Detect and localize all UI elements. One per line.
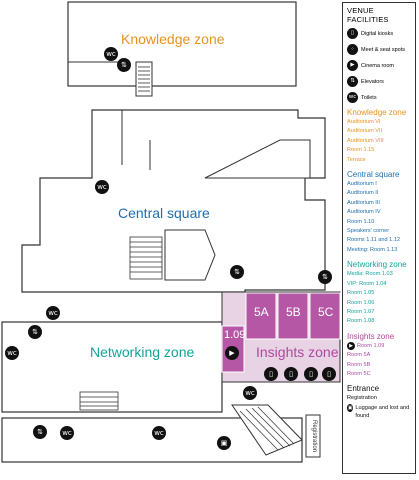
- legend-section-entrance: Entrance Registration ▣ Luggage and lost…: [347, 384, 411, 419]
- legend-item-cinema: ▶ Cinema room: [347, 60, 411, 71]
- legend-entry: Room 1.06: [347, 299, 375, 306]
- toilets-icon[interactable]: wc: [5, 346, 19, 360]
- networking-stairs: [79, 391, 119, 411]
- digital-kiosk-icon[interactable]: ▯: [264, 367, 278, 381]
- legend-entry: Room 1.05: [347, 290, 375, 297]
- luggage-icon: ▣: [347, 403, 354, 412]
- legend-entry: Room 1.07: [347, 308, 375, 315]
- elevator-icon[interactable]: ⇅: [230, 265, 244, 279]
- legend-entry: Room 1.08: [347, 318, 375, 325]
- meet-seat-icon: ⁘: [347, 44, 358, 55]
- legend-section-title: Central square: [347, 170, 400, 180]
- legend-section-title: Networking zone: [347, 260, 407, 270]
- toilets-icon[interactable]: wc: [152, 426, 166, 440]
- central-square-label: Central square: [118, 205, 210, 221]
- legend-entry: ▶ Room 1.09: [347, 342, 411, 351]
- legend-entry: Terrace: [347, 156, 366, 163]
- insights-zone-label: Insights zone: [256, 344, 339, 360]
- legend-entry: Registration: [347, 395, 377, 402]
- legend-entry: Speakers' corner: [347, 228, 390, 235]
- legend-item-label: Meet & seat spots: [361, 46, 406, 53]
- toilets-icon[interactable]: wc: [95, 180, 109, 194]
- legend-entry: Room 5B: [347, 361, 371, 368]
- elevator-icon[interactable]: ⇅: [318, 270, 332, 284]
- digital-kiosk-icon[interactable]: ▯: [284, 367, 298, 381]
- legend-section-insights: Insights zone ▶ Room 1.09 Room 5A Room 5…: [347, 332, 411, 380]
- legend-entry: Room 5C: [347, 370, 371, 377]
- legend-entry: Auditorium VII: [347, 128, 383, 135]
- cinema-icon[interactable]: ▶: [225, 346, 239, 360]
- knowledge-zone-area: [67, 1, 297, 87]
- room-109-label: 1.09: [224, 329, 246, 341]
- legend-entry: VIP: Room 1.04: [347, 280, 387, 287]
- registration-booth[interactable]: [305, 414, 321, 458]
- legend-item-label: Elevators: [361, 78, 384, 85]
- legend-title: VENUE FACILITIES: [347, 6, 389, 24]
- legend-panel: VENUE FACILITIES ▯ Digital kiosks ⁘ Meet…: [342, 2, 416, 474]
- legend-entry: Auditorium IV: [347, 209, 381, 216]
- legend-entry: Auditorium VI: [347, 119, 381, 125]
- legend-section-title: Knowledge zone: [347, 108, 407, 117]
- legend-section-title: Entrance: [347, 384, 380, 394]
- knowledge-zone-label: Knowledge zone: [121, 31, 225, 47]
- toilets-icon[interactable]: wc: [46, 306, 60, 320]
- room-5b-label: 5B: [286, 305, 301, 319]
- legend-item-label: Toilets: [361, 94, 377, 101]
- legend-entry: Room 5A: [347, 352, 371, 359]
- legend-item-kiosks: ▯ Digital kiosks: [347, 28, 411, 39]
- central-stairs: [129, 236, 163, 280]
- legend-section-networking: Networking zone Media: Room 1.03 VIP: Ro…: [347, 260, 411, 326]
- digital-kiosk-icon[interactable]: ▯: [304, 367, 318, 381]
- toilets-icon[interactable]: wc: [104, 47, 118, 61]
- legend-section-knowledge: Knowledge zone Auditorium VI Auditorium …: [347, 108, 411, 165]
- room-5c-label: 5C: [318, 305, 334, 319]
- elevator-icon: ⇅: [347, 76, 358, 87]
- cinema-icon: ▶: [347, 60, 358, 71]
- legend-entry: Rooms 1.11 and 1.12: [347, 237, 401, 244]
- elevator-icon[interactable]: ⇅: [33, 425, 47, 439]
- room-5a-label: 5A: [254, 305, 269, 319]
- legend-item-meet: ⁘ Meet & seat spots: [347, 44, 411, 55]
- luggage-icon[interactable]: ▣: [217, 436, 231, 450]
- toilets-icon: wc: [347, 92, 358, 103]
- legend-entry: Media: Room 1.03: [347, 271, 393, 278]
- legend-entry: Room 1.10: [347, 218, 375, 225]
- toilets-icon[interactable]: wc: [60, 426, 74, 440]
- legend-item-elevators: ⇅ Elevators: [347, 76, 411, 87]
- legend-entry-label: Room 1.09: [357, 342, 385, 349]
- room-5c[interactable]: [309, 292, 341, 340]
- central-stage: [164, 229, 216, 281]
- cinema-icon: ▶: [347, 342, 355, 351]
- legend-item-toilets: wc Toilets: [347, 92, 411, 103]
- legend-entry-label: Luggage and lost and found: [355, 404, 410, 419]
- legend-entry: Auditorium III: [347, 199, 380, 206]
- networking-zone-label: Networking zone: [90, 344, 195, 360]
- elevator-icon[interactable]: ⇅: [28, 325, 42, 339]
- legend-item-label: Digital kiosks: [361, 30, 394, 37]
- toilets-icon[interactable]: wc: [243, 386, 257, 400]
- registration-label: Registration: [311, 420, 317, 452]
- digital-kiosk-icon: ▯: [347, 28, 358, 39]
- legend-entry: Meeting: Room 1.13: [347, 246, 398, 253]
- room-5a[interactable]: [245, 292, 277, 340]
- legend-entry: Auditorium II: [347, 190, 379, 197]
- legend-entry: Auditorium VIII: [347, 137, 384, 144]
- legend-entry: Auditorium I: [347, 181, 377, 188]
- legend-entry: Room 1.15: [347, 147, 375, 154]
- elevator-icon[interactable]: ⇅: [117, 58, 131, 72]
- room-5b[interactable]: [277, 292, 309, 340]
- digital-kiosk-icon[interactable]: ▯: [322, 367, 336, 381]
- legend-section-central: Central square Auditorium I Auditorium I…: [347, 170, 411, 255]
- legend-entry: ▣ Luggage and lost and found: [347, 403, 411, 420]
- legend-item-label: Cinema room: [361, 62, 395, 69]
- legend-section-title: Insights zone: [347, 331, 395, 341]
